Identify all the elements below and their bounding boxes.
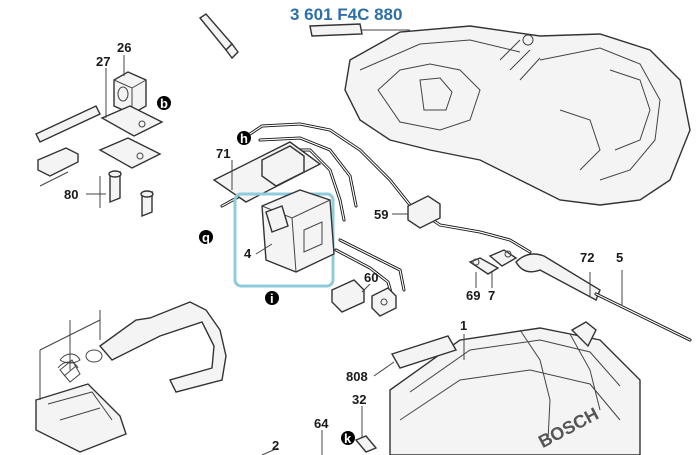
power-cable-drawing <box>515 253 692 342</box>
label-2: 2 <box>272 438 279 453</box>
label-1: 1 <box>460 318 467 333</box>
ref-marker-q: q <box>199 230 213 245</box>
part-60-clamp-drawing <box>331 279 397 317</box>
label-4: 4 <box>244 246 252 261</box>
svg-text:q: q <box>202 230 210 245</box>
part-808-label-plate-drawing <box>390 335 458 369</box>
guide-rod-drawing <box>35 105 101 187</box>
label-72: 72 <box>580 250 594 265</box>
label-59: 59 <box>374 207 388 222</box>
label-69: 69 <box>466 288 480 303</box>
part-80-screws-drawing <box>108 170 154 218</box>
part-59-connector-drawing <box>407 195 441 229</box>
ref-marker-b: b <box>157 96 171 111</box>
part-4-switch-drawing <box>261 189 335 273</box>
svg-text:k: k <box>344 431 352 446</box>
label-71: 71 <box>216 146 230 161</box>
label-80: 80 <box>64 187 78 202</box>
svg-text:h: h <box>240 131 248 146</box>
part-71-bracket-drawing <box>212 141 322 203</box>
diagram-title: 3 601 F4C 880 <box>290 5 402 24</box>
svg-text:b: b <box>160 96 168 111</box>
part-69-7-clamp-drawing <box>468 249 518 275</box>
svg-text:i: i <box>270 291 274 306</box>
ref-marker-i: i <box>265 291 279 306</box>
label-808: 808 <box>346 369 368 384</box>
ref-marker-k: k <box>341 431 355 446</box>
label-7: 7 <box>488 288 495 303</box>
part-27-plates-drawing <box>98 105 164 169</box>
label-27: 27 <box>96 54 110 69</box>
label-64: 64 <box>314 416 329 431</box>
label-5: 5 <box>616 250 623 265</box>
label-60: 60 <box>364 270 378 285</box>
part-1-field-drawing: BOSCH <box>389 321 641 455</box>
ref-marker-h: h <box>237 131 251 146</box>
label-26: 26 <box>117 40 131 55</box>
allen-key-drawing <box>198 13 239 60</box>
lower-left-parts-drawing <box>35 301 227 453</box>
label-32: 32 <box>352 392 366 407</box>
motor-housing-drawing <box>309 23 691 206</box>
